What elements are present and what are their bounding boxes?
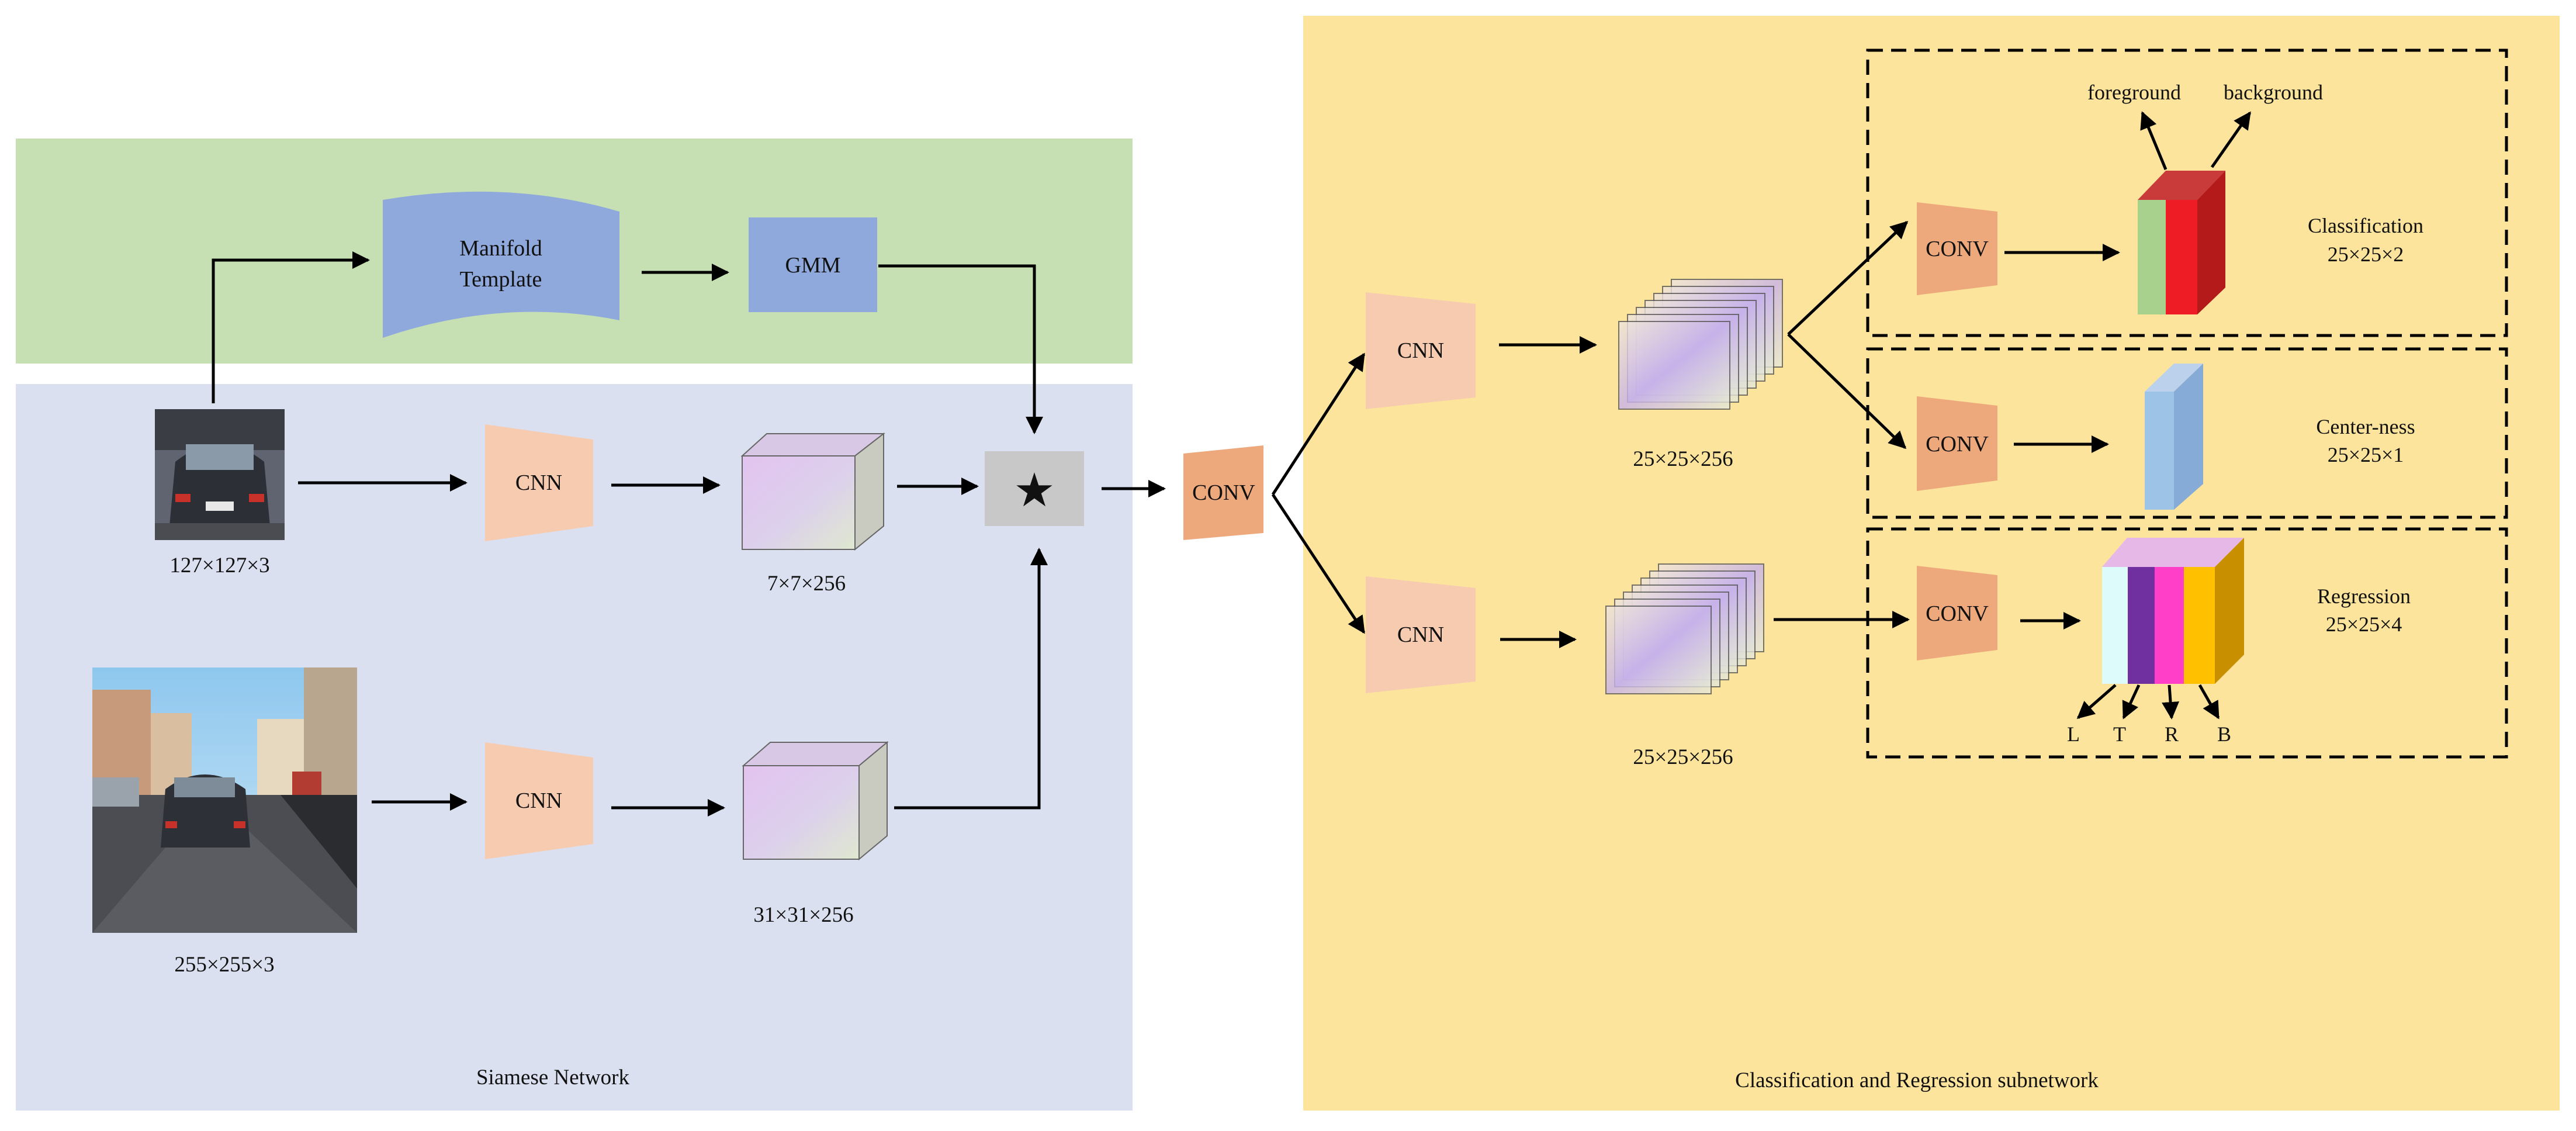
siamese-cnn-top bbox=[485, 424, 593, 541]
siamese-cnn-bottom bbox=[485, 742, 593, 859]
head-conv-box bbox=[1183, 445, 1263, 540]
regression-letter-b: B bbox=[2217, 722, 2231, 746]
centerness-size: 25×25×1 bbox=[2328, 443, 2404, 466]
manifold-template-shape bbox=[383, 191, 619, 338]
regression-letter-l: L bbox=[2067, 722, 2080, 746]
correlation-star-icon: ★ bbox=[1013, 463, 1055, 517]
head-cnn-top-label: CNN bbox=[1397, 338, 1444, 363]
regression-letter-r: R bbox=[2165, 722, 2179, 746]
centerness-title: Center-ness bbox=[2316, 415, 2415, 438]
centerness-branch-box bbox=[1866, 347, 2508, 519]
feature-top-size-label: 7×7×256 bbox=[767, 572, 846, 596]
feature-cube-top bbox=[740, 432, 885, 551]
correlation-box bbox=[985, 451, 1084, 526]
regression-branch-box bbox=[1866, 527, 2508, 759]
siamese-cnn-top-label: CNN bbox=[515, 471, 562, 495]
gmm-box bbox=[749, 217, 877, 312]
cls-reg-region-label: Classification and Regression subnetwork bbox=[1735, 1068, 2099, 1092]
regression-title: Regression bbox=[2317, 584, 2411, 608]
head-cnn-bottom bbox=[1366, 576, 1476, 693]
centerness-conv-label: CONV bbox=[1926, 432, 1989, 456]
classification-conv-label: CONV bbox=[1926, 237, 1989, 261]
regression-conv-box bbox=[1917, 566, 1997, 660]
regression-output-block bbox=[2102, 538, 2244, 684]
head-feature-stack-bottom bbox=[1605, 563, 1764, 694]
search-size-label: 255×255×3 bbox=[174, 953, 274, 977]
centerness-output-block bbox=[2145, 364, 2203, 510]
classification-size: 25×25×2 bbox=[2328, 243, 2404, 266]
classification-title: Classification bbox=[2308, 214, 2423, 237]
feature-bottom-size-label: 31×31×256 bbox=[753, 903, 853, 927]
head-feature-top-size-label: 25×25×256 bbox=[1633, 447, 1733, 471]
manifold-template-label-line1: Manifold bbox=[459, 236, 542, 261]
regression-size: 25×25×4 bbox=[2326, 613, 2402, 636]
regression-letter-t: T bbox=[2113, 722, 2126, 746]
manifold-template-label-line2: Template bbox=[460, 267, 542, 292]
head-feature-bottom-size-label: 25×25×256 bbox=[1633, 745, 1733, 769]
arrows bbox=[212, 111, 2252, 817]
classification-regression-region bbox=[1303, 16, 2560, 1111]
template-size-label: 127×127×3 bbox=[169, 554, 269, 577]
feature-cube-bottom bbox=[742, 741, 889, 861]
search-image bbox=[92, 667, 357, 933]
siamese-cnn-bottom-label: CNN bbox=[515, 788, 562, 813]
foreground-label: foreground bbox=[2087, 81, 2181, 104]
head-cnn-top bbox=[1366, 292, 1476, 409]
background-label: background bbox=[2224, 81, 2323, 104]
gmm-label: GMM bbox=[785, 253, 840, 278]
classification-output-block bbox=[2138, 171, 2225, 314]
head-cnn-bottom-label: CNN bbox=[1397, 622, 1444, 647]
template-image bbox=[155, 409, 285, 540]
regression-conv-label: CONV bbox=[1926, 601, 1989, 626]
classification-conv-box bbox=[1917, 202, 1997, 295]
head-conv-label: CONV bbox=[1192, 480, 1255, 505]
classification-branch-box bbox=[1866, 49, 2508, 337]
centerness-conv-box bbox=[1917, 396, 1997, 491]
head-feature-stack-top bbox=[1618, 279, 1783, 410]
siamese-region-label: Siamese Network bbox=[476, 1066, 630, 1090]
